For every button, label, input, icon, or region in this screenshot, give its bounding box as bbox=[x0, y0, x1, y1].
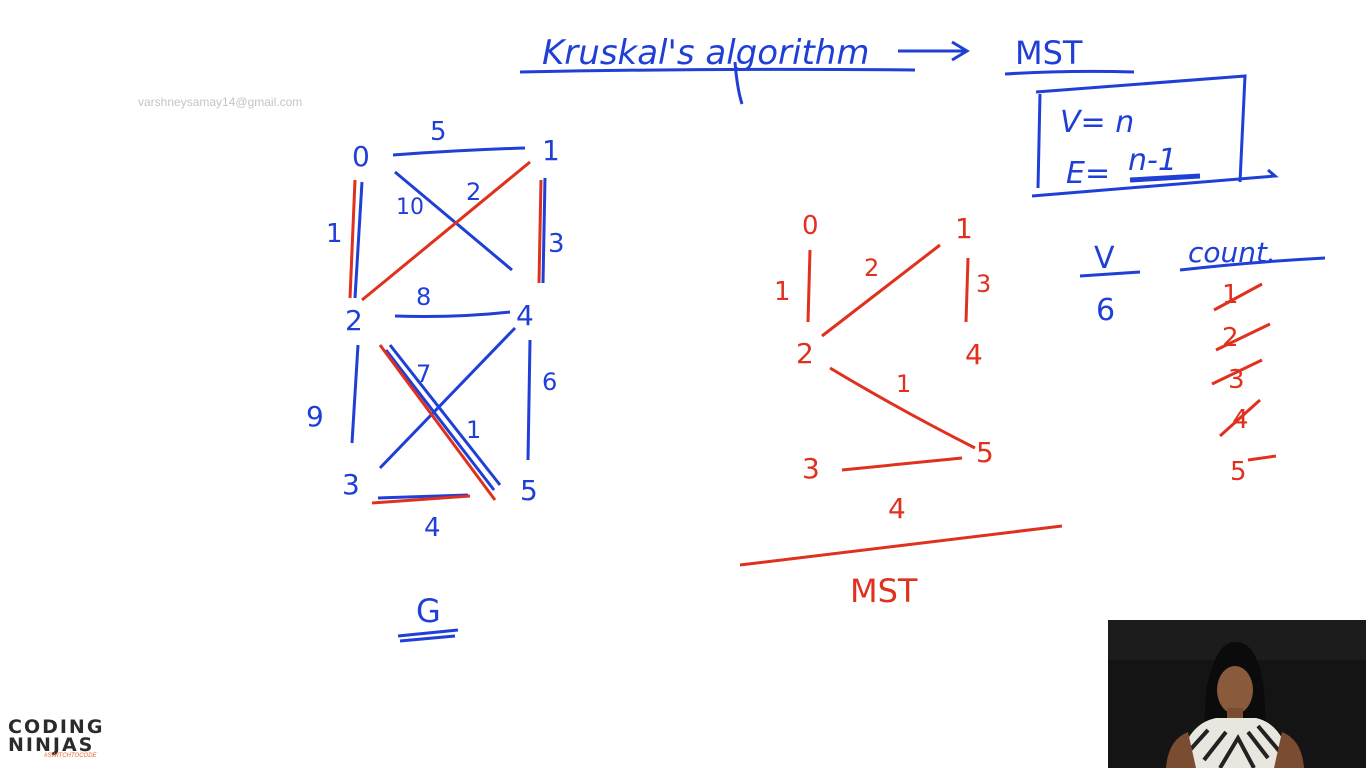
count-3-strike bbox=[1211, 358, 1263, 386]
count-2: 2 bbox=[1222, 323, 1239, 353]
count-4: 4 bbox=[1232, 405, 1249, 435]
g-node-3: 3 bbox=[342, 468, 360, 501]
formula-underline bbox=[1129, 173, 1201, 183]
g-node-5: 5 bbox=[520, 474, 538, 507]
mst-edge-0-2 bbox=[806, 249, 812, 323]
g-weight-0-2: 1 bbox=[326, 219, 343, 249]
mst-edge-1-2 bbox=[821, 243, 941, 338]
logo-line-2: NINJAS bbox=[8, 734, 95, 756]
mst-weight-3-5: 4 bbox=[888, 492, 906, 525]
g-weight-1-4: 3 bbox=[548, 229, 565, 259]
arrow-icon bbox=[898, 40, 970, 62]
g-node-4: 4 bbox=[516, 299, 534, 332]
g-weight-2-3: 9 bbox=[306, 400, 324, 433]
g-edge-0-2 bbox=[353, 181, 364, 299]
v-header: V bbox=[1094, 241, 1115, 276]
g-weight-4-5: 6 bbox=[542, 368, 557, 396]
mst-edge-3-5 bbox=[841, 456, 963, 472]
box-outline bbox=[1031, 74, 1279, 198]
coding-ninjas-logo: CODING NINJAS #SWITCHTOCODE bbox=[8, 716, 118, 764]
count-header-underline bbox=[1179, 256, 1326, 272]
title-descender bbox=[733, 61, 744, 105]
graph-g: 0 1 2 3 4 5 5 1 10 2 3 8 9 7 1 6 4 G bbox=[306, 117, 565, 643]
g-weight-2-5-alt: 1 bbox=[466, 416, 481, 444]
g-weight-2-4: 8 bbox=[416, 283, 431, 311]
tally: V 6 count. 1 2 3 4 5 bbox=[1079, 236, 1326, 487]
g-red-edge-0-2 bbox=[348, 179, 357, 299]
mst-weight-1-4: 3 bbox=[976, 270, 991, 298]
mst-graph: 0 1 2 4 3 5 1 2 3 1 4 MST bbox=[739, 211, 1063, 610]
logo-tagline: #SWITCHTOCODE bbox=[44, 753, 97, 759]
g-edge-1-4 bbox=[541, 177, 547, 284]
v-value: 6 bbox=[1096, 293, 1115, 328]
mst-edge-2-5 bbox=[829, 366, 976, 450]
mst-weight-1-2: 2 bbox=[864, 254, 879, 282]
mst-node-0: 0 bbox=[802, 211, 819, 241]
mst-heading: MST bbox=[1015, 34, 1083, 72]
webcam-overlay bbox=[1108, 620, 1366, 768]
count-1-strike bbox=[1213, 282, 1263, 312]
mst-label: MST bbox=[850, 572, 918, 610]
watermark: varshneysamay14@gmail.com bbox=[138, 95, 303, 109]
count-4-strike bbox=[1218, 398, 1262, 438]
g-weight-0-4: 10 bbox=[396, 195, 424, 220]
g-weight-2-5: 7 bbox=[416, 360, 431, 388]
mst-weight-0-2: 1 bbox=[774, 277, 791, 307]
v-header-underline bbox=[1079, 270, 1141, 278]
mst-node-1: 1 bbox=[955, 212, 973, 245]
g-edge-3-5 bbox=[377, 493, 469, 500]
g-edge-3-4 bbox=[378, 326, 517, 470]
g-edge-2-5 bbox=[384, 344, 502, 491]
g-edge-0-1 bbox=[392, 146, 526, 157]
count-2-strike bbox=[1215, 322, 1271, 352]
count-5-arrow bbox=[1247, 454, 1277, 462]
formula-e-prefix: E= bbox=[1066, 156, 1110, 191]
title-text: Kruskal's algorithm bbox=[542, 33, 869, 73]
g-node-2: 2 bbox=[345, 304, 363, 337]
g-weight-3-5: 4 bbox=[424, 513, 441, 543]
presenter-video bbox=[1108, 620, 1366, 768]
g-label: G bbox=[416, 592, 441, 630]
mst-node-5: 5 bbox=[976, 436, 994, 469]
mst-weight-2-5: 1 bbox=[896, 370, 911, 398]
g-red-edge-1-4 bbox=[537, 179, 543, 284]
mst-node-3: 3 bbox=[802, 452, 820, 485]
title-group: Kruskal's algorithm MST bbox=[519, 33, 1135, 105]
g-red-edge-3-5 bbox=[371, 494, 471, 505]
count-5: 5 bbox=[1230, 457, 1247, 487]
formula-e-value: n-1 bbox=[1128, 143, 1177, 178]
g-weight-1-2: 2 bbox=[466, 178, 481, 206]
g-node-1: 1 bbox=[542, 134, 560, 167]
g-weight-0-1: 5 bbox=[430, 117, 447, 147]
mst-node-4: 4 bbox=[965, 338, 983, 371]
formula-v: V= n bbox=[1060, 105, 1134, 140]
g-red-edge-1-2 bbox=[361, 160, 531, 302]
mst-edge-1-4 bbox=[964, 257, 970, 323]
g-edge-2-4 bbox=[394, 310, 511, 318]
g-edge-4-5 bbox=[526, 339, 532, 461]
title-underline bbox=[519, 67, 916, 74]
mst-divider bbox=[739, 524, 1063, 567]
g-label-underline bbox=[397, 628, 459, 643]
g-node-0: 0 bbox=[352, 140, 370, 173]
logo-line-1: CODING bbox=[8, 716, 105, 738]
formula-box: V= n E= n-1 bbox=[1031, 74, 1279, 198]
g-edge-2-3 bbox=[350, 344, 360, 444]
mst-heading-underline bbox=[1004, 69, 1135, 76]
count-3: 3 bbox=[1228, 365, 1245, 395]
g-edge-0-4 bbox=[394, 170, 513, 272]
mst-node-2: 2 bbox=[796, 337, 814, 370]
g-red-edge-2-5 bbox=[378, 344, 497, 501]
